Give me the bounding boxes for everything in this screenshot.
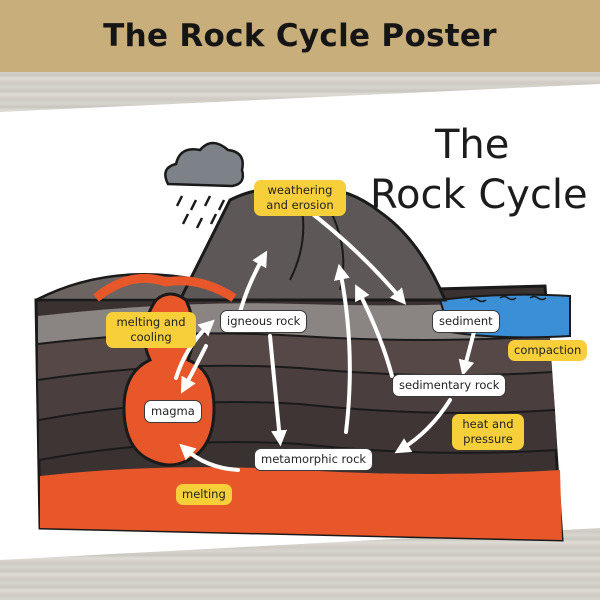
label-weathering-erosion: weathering and erosion: [254, 180, 346, 216]
label-melting: melting: [176, 484, 232, 505]
label-melting-cooling: melting and cooling: [106, 312, 196, 348]
magma-conduit: [93, 273, 237, 302]
cycle-arrows: [174, 206, 476, 472]
label-sedimentary-rock: sedimentary rock: [392, 374, 507, 397]
rain-icon: [175, 195, 226, 229]
poster-title-line1: The: [435, 122, 510, 168]
rock-layer-orange: [40, 467, 562, 540]
banner-title: The Rock Cycle Poster: [103, 18, 497, 54]
banner: The Rock Cycle Poster: [0, 0, 600, 72]
label-compaction: compaction: [508, 340, 588, 361]
cloud-icon: [164, 141, 245, 188]
label-sediment: sediment: [432, 310, 500, 333]
label-magma: magma: [144, 400, 202, 423]
poster-title-line2: Rock Cycle: [370, 172, 588, 218]
label-igneous-rock: igneous rock: [220, 310, 308, 333]
label-metamorphic-rock: metamorphic rock: [254, 448, 374, 471]
label-heat-pressure: heat and pressure: [452, 414, 524, 450]
